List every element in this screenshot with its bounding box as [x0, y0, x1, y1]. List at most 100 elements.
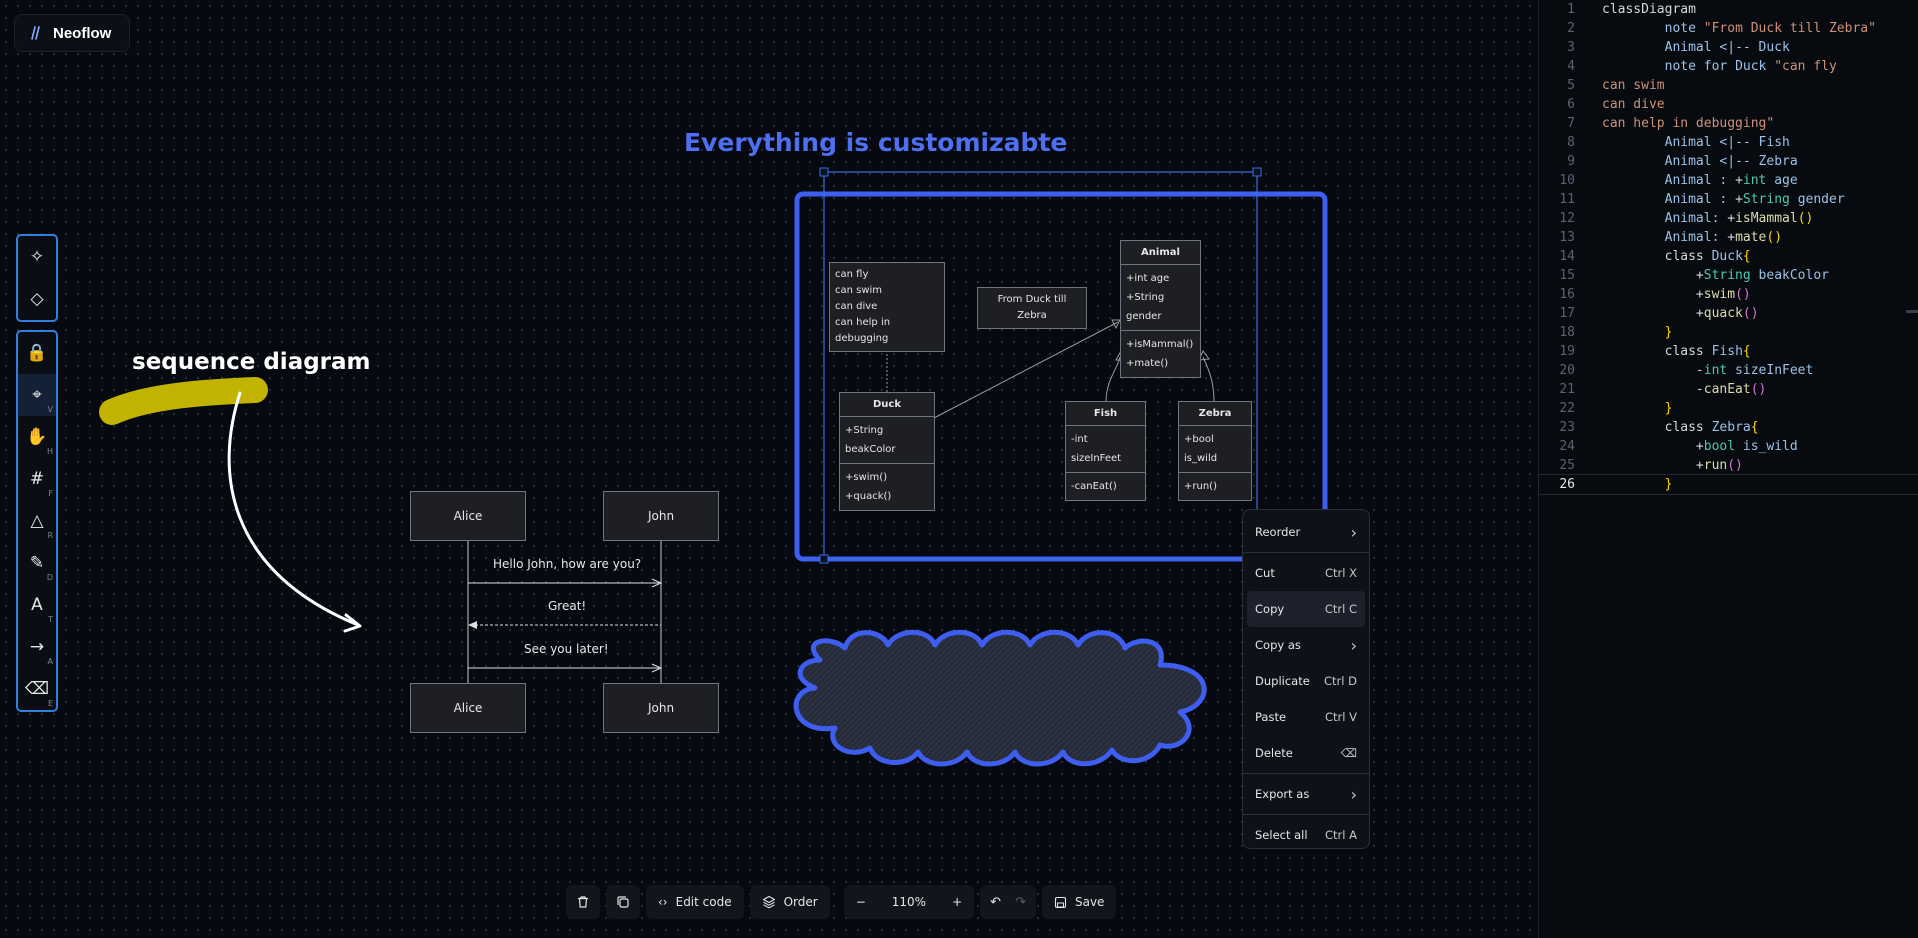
- class-zebra[interactable]: Zebra +bool is_wild +run(): [1178, 401, 1252, 501]
- pen-tool[interactable]: ✎D: [18, 542, 56, 584]
- line-number: 14: [1559, 249, 1575, 264]
- delete-button[interactable]: [566, 885, 600, 919]
- code-line[interactable]: 25 +run(): [1539, 456, 1918, 475]
- shapes-icon: ◇: [30, 289, 44, 309]
- line-number: 2: [1567, 21, 1575, 36]
- zoom-out-button[interactable]: −: [855, 895, 866, 909]
- frame-tool[interactable]: #F: [18, 458, 56, 500]
- duplicate-button[interactable]: [606, 885, 640, 919]
- menu-item-label: Export as: [1255, 787, 1310, 801]
- class-attributes: +String beakColor: [840, 417, 934, 464]
- code-line[interactable]: 8 Animal <|-- Fish: [1539, 133, 1918, 152]
- selection-handle[interactable]: [1252, 167, 1262, 177]
- select-tool[interactable]: ⌖V: [18, 374, 56, 416]
- class-name: Duck: [840, 393, 934, 417]
- code-line[interactable]: 26 }: [1538, 474, 1918, 495]
- lock-tool[interactable]: 🔒: [18, 332, 56, 374]
- cloud-shape[interactable]: [793, 629, 1207, 767]
- code-text: }: [1664, 477, 1673, 492]
- line-number: 4: [1567, 59, 1575, 74]
- participant-alice-top[interactable]: Alice: [410, 491, 526, 541]
- arrow-tool[interactable]: →A: [18, 626, 56, 668]
- undo-icon[interactable]: ↶: [990, 894, 1002, 910]
- class-duck[interactable]: Duck +String beakColor +swim()+quack(): [839, 392, 935, 511]
- participant-alice-bottom[interactable]: Alice: [410, 683, 526, 733]
- class-fish[interactable]: Fish -int sizeInFeet -canEat(): [1065, 401, 1146, 501]
- code-line[interactable]: 17 +quack(): [1539, 304, 1918, 323]
- menu-item-export-as[interactable]: Export as›: [1247, 776, 1365, 812]
- code-line[interactable]: 24 +bool is_wild: [1539, 437, 1918, 456]
- code-line[interactable]: 19 class Fish{: [1539, 342, 1918, 361]
- curved-arrow[interactable]: [227, 391, 360, 627]
- code-line[interactable]: 4 note for Duck "can fly: [1539, 57, 1918, 76]
- menu-item-delete[interactable]: Delete⌫: [1247, 735, 1365, 771]
- customizable-label[interactable]: Everything is customizabte: [684, 128, 1068, 157]
- code-line[interactable]: 12 Animal: +isMammal(): [1539, 209, 1918, 228]
- hand-icon: ✋: [26, 427, 48, 447]
- code-text: note "From Duck till Zebra": [1664, 21, 1876, 36]
- code-text: class Fish{: [1664, 344, 1751, 359]
- selection-handle[interactable]: [819, 554, 829, 564]
- menu-item-copy-as[interactable]: Copy as›: [1247, 627, 1365, 663]
- line-number: 18: [1559, 325, 1575, 340]
- eraser-icon: ⌫: [24, 679, 50, 699]
- code-line[interactable]: 18 }: [1539, 323, 1918, 342]
- menu-item-reorder[interactable]: Reorder›: [1247, 514, 1365, 550]
- hand-tool[interactable]: ✋H: [18, 416, 56, 458]
- class-animal[interactable]: Animal +int age+String gender +isMammal(…: [1120, 240, 1201, 378]
- editor-scrollbar[interactable]: [1906, 310, 1918, 313]
- code-line[interactable]: 20 -int sizeInFeet: [1539, 361, 1918, 380]
- participant-john-top[interactable]: John: [603, 491, 719, 541]
- ai-tool[interactable]: ✧: [18, 236, 56, 278]
- code-line[interactable]: 11 Animal : +String gender: [1539, 190, 1918, 209]
- menu-shortcut: ⌫: [1340, 746, 1357, 760]
- code-line[interactable]: 13 Animal: +mate(): [1539, 228, 1918, 247]
- save-icon: [1054, 896, 1067, 908]
- zoom-in-button[interactable]: +: [952, 895, 963, 909]
- zoom-level[interactable]: 110%: [891, 895, 927, 909]
- code-line[interactable]: 9 Animal <|-- Zebra: [1539, 152, 1918, 171]
- code-line[interactable]: 22 }: [1539, 399, 1918, 418]
- code-line[interactable]: 10 Animal : +int age: [1539, 171, 1918, 190]
- code-line[interactable]: 23 class Zebra{: [1539, 418, 1918, 437]
- redo-icon[interactable]: ↷: [1015, 894, 1026, 910]
- shape-tool[interactable]: △R: [18, 500, 56, 542]
- code-text: Animal <|-- Duck: [1664, 40, 1790, 55]
- note-from-duck-till-zebra[interactable]: From Duck till Zebra: [977, 287, 1087, 329]
- save-button[interactable]: Save: [1041, 885, 1117, 919]
- eraser-tool[interactable]: ⌫E: [18, 668, 56, 710]
- menu-divider: [1243, 773, 1369, 774]
- highlighter-stroke[interactable]: [99, 377, 268, 425]
- shapes-tool[interactable]: ◇: [18, 278, 56, 320]
- code-line[interactable]: 14 class Duck{: [1539, 247, 1918, 266]
- sequence-diagram-label[interactable]: sequence diagram: [132, 349, 371, 375]
- selection-handle[interactable]: [819, 167, 829, 177]
- participant-john-bottom[interactable]: John: [603, 683, 719, 733]
- order-button[interactable]: Order: [749, 885, 830, 919]
- app-logo[interactable]: Neoflow: [14, 14, 130, 52]
- edit-code-button[interactable]: ‹› Edit code: [646, 885, 744, 919]
- code-line[interactable]: 16 +swim(): [1539, 285, 1918, 304]
- line-number: 24: [1559, 439, 1575, 454]
- code-line[interactable]: 3 Animal <|-- Duck: [1539, 38, 1918, 57]
- code-line[interactable]: 21 -canEat(): [1539, 380, 1918, 399]
- menu-item-label: Cut: [1255, 566, 1275, 580]
- code-line[interactable]: 2 note "From Duck till Zebra": [1539, 19, 1918, 38]
- code-line[interactable]: 15 +String beakColor: [1539, 266, 1918, 285]
- line-number: 21: [1559, 382, 1575, 397]
- inherit-zebra: [1202, 356, 1215, 403]
- line-number: 12: [1559, 211, 1575, 226]
